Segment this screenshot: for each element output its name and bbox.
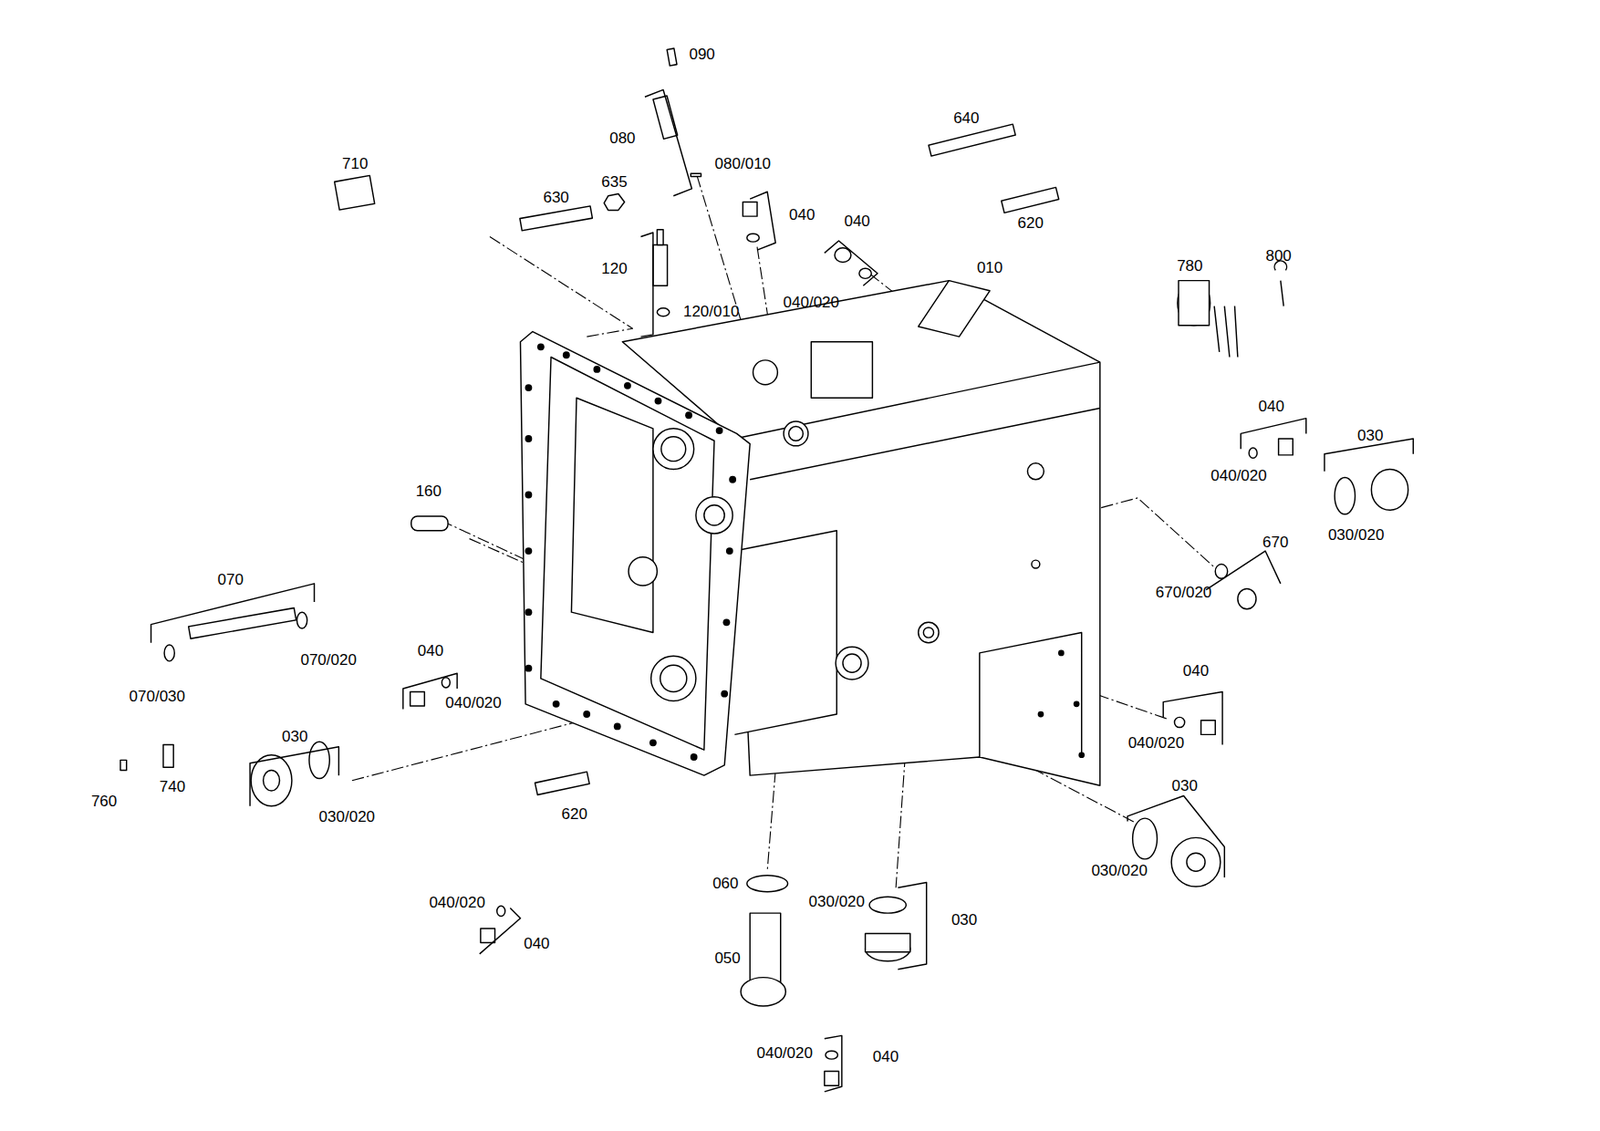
callout-number: 120/010 [683,303,739,320]
callout-number: 760 [91,793,117,810]
callout-number: 030/020 [1090,862,1147,879]
callout-number: 620 [561,805,588,821]
callout-number: 740 [159,779,186,795]
callout-number: 040 [1258,398,1285,415]
callout-number: 710 [342,155,368,171]
callout-number: 040/020 [1128,735,1185,751]
callout-number: 030 [1357,426,1383,443]
callout-number: 630 [542,188,569,205]
leader-lines [352,175,1215,888]
parts [120,48,1409,1086]
gearbox-housing [519,280,1100,787]
callout-number: 040 [523,935,550,951]
callout-number: 040/020 [756,1045,812,1061]
callout-number: 040/020 [445,694,501,710]
callout-number: 670/020 [1155,583,1212,600]
callout-number: 090 [688,46,715,63]
callout-number: 040 [417,642,444,658]
callout-number: 040 [843,212,870,229]
callout-number: 640 [953,109,979,125]
callout-number: 780 [1176,257,1203,273]
callout-number: 040 [872,1048,899,1064]
bolt-holes [525,342,1086,761]
group-brackets [151,89,1414,1091]
callout-number: 080/010 [715,155,771,171]
callout-number: 030 [1172,778,1198,794]
callout-number: 635 [601,174,627,190]
callout-number: 030 [281,727,308,744]
callout-number: 040/020 [428,893,485,910]
callout-number: 030/020 [319,808,375,824]
callout-number: 040/020 [1210,467,1267,484]
callout-number: 120 [601,260,627,277]
callout-number: 800 [1265,247,1291,263]
callout-number: 030/020 [1328,527,1384,543]
callout-number: 040/020 [783,294,840,311]
callout-number: 070 [218,571,244,588]
callout-number: 040 [1183,662,1209,678]
callout-number: 030 [951,911,977,927]
callout-number: 620 [1018,214,1044,230]
callout-number: 060 [712,874,738,891]
callout-number: 070/030 [129,687,186,704]
callout-number: 080 [609,130,635,146]
callout-number: 050 [714,950,740,967]
callout-number: 010 [976,259,1003,276]
callout-number: 070/020 [300,651,356,667]
callout-number: 040 [789,206,815,222]
callout-number: 670 [1262,533,1289,550]
callout-number: 160 [415,483,442,499]
callout-number: 030/020 [809,893,865,909]
